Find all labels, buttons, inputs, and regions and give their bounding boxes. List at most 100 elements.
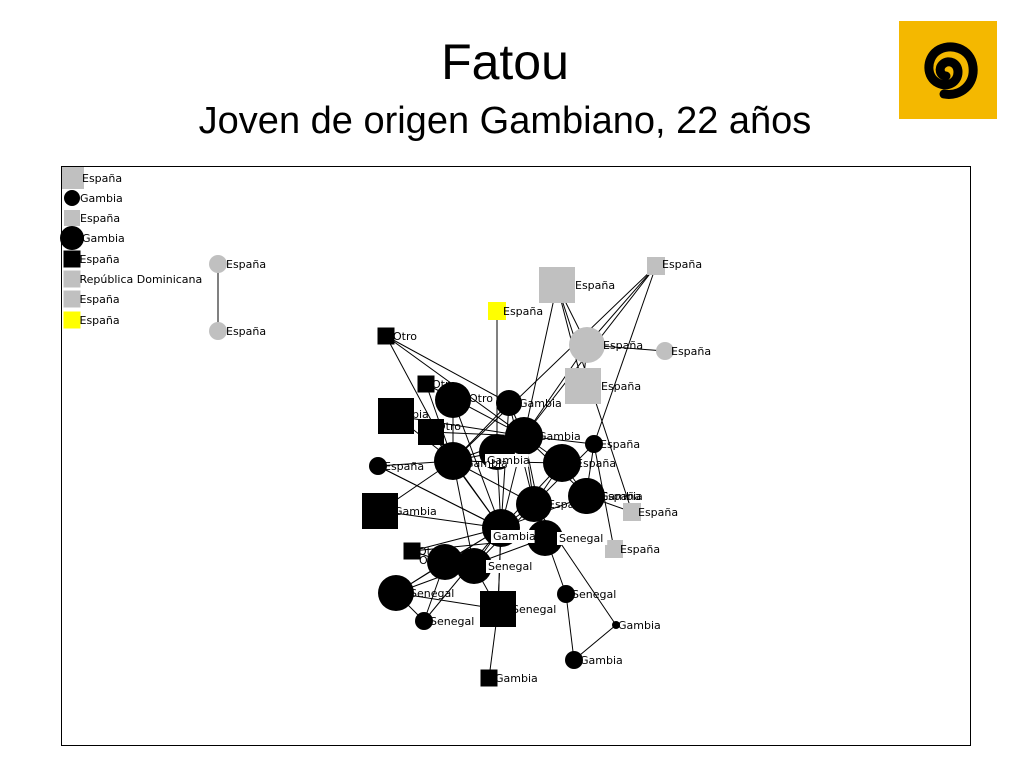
node-label: Senegal xyxy=(430,615,474,628)
node-label: Senegal xyxy=(559,532,603,545)
node-label: Otro xyxy=(437,420,461,433)
node-label: Gambia xyxy=(495,672,538,685)
network-node-circle xyxy=(415,612,433,630)
node-label: Otro xyxy=(393,330,417,343)
network-node-circle xyxy=(557,585,575,603)
network-edge xyxy=(593,265,657,445)
network-node-square xyxy=(63,311,81,329)
network-node-square xyxy=(488,302,506,320)
network-node-square xyxy=(417,375,435,393)
node-label: España xyxy=(226,325,266,338)
network-node-circle xyxy=(565,651,583,669)
legend-label: República Dominicana xyxy=(80,273,203,286)
node-label: España xyxy=(600,438,640,451)
network-node-circle xyxy=(209,322,227,340)
legend-label: Gambia xyxy=(82,232,125,245)
node-label: Gambia xyxy=(465,457,508,470)
network-node-square xyxy=(623,503,641,521)
node-label-background xyxy=(557,532,608,545)
network-node-circle xyxy=(378,575,414,611)
node-label: Otro xyxy=(432,378,456,391)
network-edge xyxy=(385,335,510,404)
network-node-circle xyxy=(612,621,620,629)
network-node-square xyxy=(539,267,575,303)
network-node-square xyxy=(62,167,84,189)
legend-label: Gambia xyxy=(80,192,123,205)
network-node-circle xyxy=(569,327,605,363)
network-node-circle xyxy=(434,442,472,480)
network-node-circle xyxy=(427,544,463,580)
network-node-square xyxy=(378,398,414,434)
network-node-square xyxy=(565,368,601,404)
network-node-circle xyxy=(64,190,80,206)
node-label-background xyxy=(485,454,529,467)
page-title: Fatou xyxy=(441,34,569,90)
node-label: España xyxy=(638,506,678,519)
node-label: Senegal xyxy=(572,588,616,601)
network-node-circle xyxy=(585,435,603,453)
network-node-circle xyxy=(656,342,674,360)
network-node-circle xyxy=(505,417,543,455)
network-node-square xyxy=(480,669,498,687)
legend-label: España xyxy=(80,212,120,225)
node-label: España xyxy=(226,258,266,271)
node-label: Senegal xyxy=(410,587,454,600)
legend-label: España xyxy=(82,172,122,185)
network-edge xyxy=(565,593,575,661)
node-label: Gambia xyxy=(487,454,530,467)
network-node-square xyxy=(403,542,421,560)
node-label: España xyxy=(503,305,543,318)
network-node-square xyxy=(418,419,444,445)
network-node-square xyxy=(377,327,395,345)
node-label: Otro xyxy=(469,392,493,405)
node-label: España xyxy=(601,490,641,503)
network-edge xyxy=(523,284,558,437)
network-edge xyxy=(452,265,657,462)
network-node-circle xyxy=(496,390,522,416)
page-subtitle: Joven de origen Gambiano, 22 años xyxy=(198,100,812,142)
spiral-icon xyxy=(924,42,978,99)
node-label: Otro xyxy=(418,545,442,558)
network-node-circle xyxy=(209,255,227,273)
node-label: Gambia xyxy=(493,530,536,543)
node-label: Otro xyxy=(419,554,443,567)
network-edge xyxy=(452,399,502,529)
network-diagram-frame xyxy=(61,166,971,746)
node-label: España xyxy=(601,380,641,393)
node-label: Gambia xyxy=(580,654,623,667)
node-label: España xyxy=(576,457,616,470)
network-node-circle xyxy=(60,226,84,250)
node-label: Senegal xyxy=(488,560,532,573)
node-label: Gambia xyxy=(618,619,661,632)
network-node-circle xyxy=(369,457,387,475)
node-label: Senegal xyxy=(512,603,556,616)
network-edge xyxy=(379,510,502,529)
legend-label: España xyxy=(80,314,120,327)
legend-label: España xyxy=(80,253,120,266)
network-node-circle xyxy=(527,520,563,556)
network-node-square xyxy=(64,210,80,226)
logo-background xyxy=(899,21,997,119)
node-label: España xyxy=(548,498,588,511)
network-node-circle xyxy=(516,486,552,522)
node-label-background xyxy=(486,560,537,573)
node-label: Gambia xyxy=(394,505,437,518)
node-label: Gambia xyxy=(538,430,581,443)
node-label: España xyxy=(662,258,702,271)
node-label: Gambia xyxy=(519,397,562,410)
spiral-logo-icon xyxy=(899,21,997,119)
node-label: España xyxy=(620,543,660,556)
node-label: España xyxy=(671,345,711,358)
node-label-background xyxy=(491,530,535,543)
node-label: Gambia xyxy=(600,490,643,503)
network-node-square xyxy=(480,591,516,627)
network-node-circle xyxy=(435,382,471,418)
network-node-circle xyxy=(543,444,581,482)
network-node-square xyxy=(647,257,665,275)
node-label: Gambia xyxy=(386,408,429,421)
network-node-square xyxy=(63,270,81,288)
node-label: España xyxy=(603,339,643,352)
network-node-circle xyxy=(568,478,604,514)
node-label: España xyxy=(575,279,615,292)
